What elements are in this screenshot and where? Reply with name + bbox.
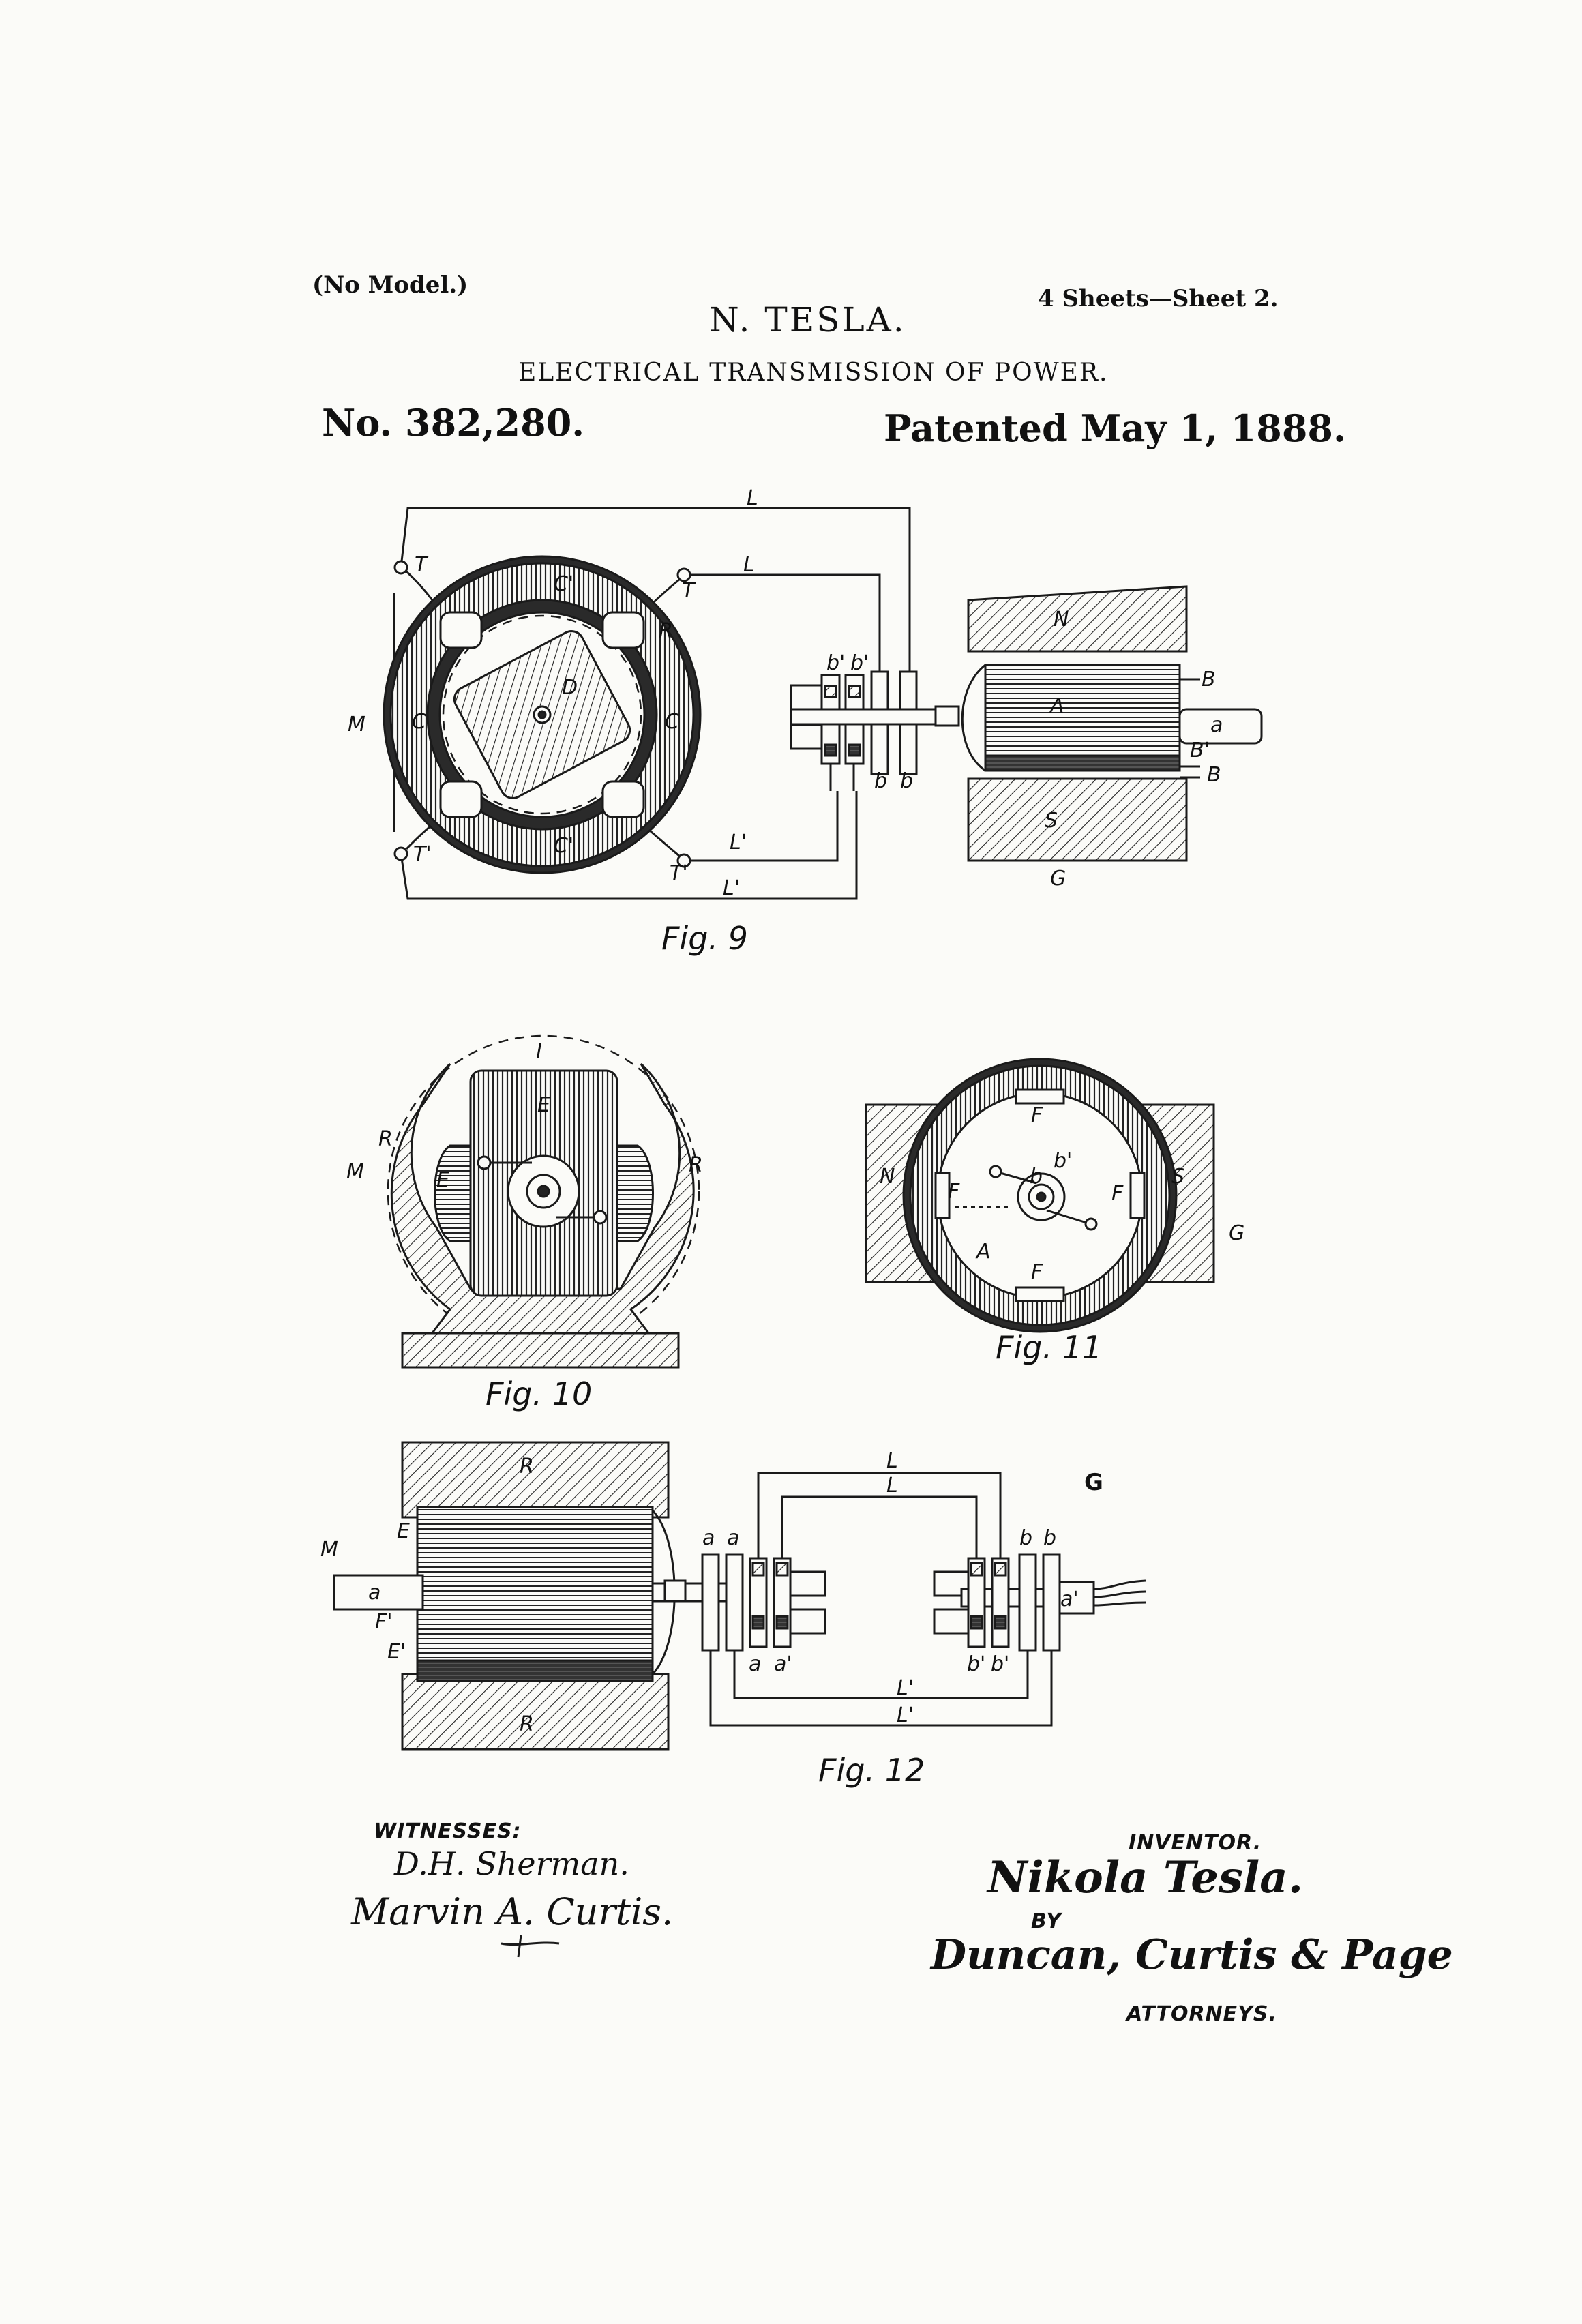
witness-signature-1: D.H. Sherman.: [394, 1845, 629, 1882]
fig12-label-M: M: [320, 1538, 338, 1562]
fig11-label-A: A: [975, 1240, 991, 1264]
fig10-label-R-right: R: [689, 1153, 703, 1177]
fig9-label-C1-top: C': [554, 572, 573, 596]
witness-signature-2: Marvin A. Curtis.: [351, 1890, 674, 1933]
fig12-label-a1-c1: a: [749, 1652, 761, 1676]
fig12-label-a-c1: a: [702, 1526, 715, 1550]
attorneys-signature: Duncan, Curtis & Page: [931, 1931, 1453, 1979]
fig9-label-T1-right: T': [670, 861, 688, 885]
fig9-label-L1-a: L': [730, 831, 747, 854]
fig12-label-b-c1: b: [1019, 1526, 1032, 1550]
fig10-label-R-left: R: [378, 1127, 393, 1151]
fig9-label-L-top: L: [747, 486, 758, 510]
fig9-label-L1-b: L': [723, 876, 740, 900]
figure-12: [333, 1441, 1146, 1751]
fig12-label-b1-c1: b': [967, 1652, 985, 1676]
fig12-label-L-mid: L: [886, 1474, 898, 1498]
inventor-label: INVENTOR.: [1129, 1831, 1262, 1855]
fig12-label-L1-b: L': [897, 1703, 914, 1727]
sheet-number: 4 Sheets—Sheet 2.: [1038, 285, 1279, 312]
fig9-label-b-b: b: [900, 769, 913, 793]
fig9-label-T1-left: T': [413, 842, 432, 866]
fig9-label-D: D: [562, 676, 578, 700]
fig12-label-a-c2: a: [727, 1526, 739, 1550]
fig11-label-F-left: F: [948, 1180, 960, 1204]
fig12-label-R-top: R: [520, 1455, 534, 1478]
fig12-label-a1-c2: a': [774, 1652, 792, 1676]
fig12-label-a1-shaft: a': [1060, 1588, 1079, 1611]
fig12-label-b1-c2: b': [991, 1652, 1009, 1676]
fig9-label-b1-b: b': [850, 651, 869, 675]
fig9-label-b1-a: b': [826, 651, 845, 675]
fig9-label-C-right: C: [665, 710, 679, 734]
fig9-caption: Fig. 9: [661, 920, 748, 957]
figure-10: [387, 1034, 700, 1369]
fig9-label-L-mid: L: [743, 553, 755, 577]
fig9-label-R: R: [659, 619, 673, 643]
inventor-signature: Nikola Tesla.: [987, 1852, 1303, 1903]
fig11-label-b1: b': [1054, 1149, 1072, 1173]
figure-9: [383, 507, 1263, 900]
patent-date: Patented May 1, 1888.: [884, 406, 1346, 450]
fig9-label-T-right: T: [682, 579, 696, 603]
fig12-caption: Fig. 12: [818, 1752, 925, 1789]
fig9-label-B-bottom: B: [1207, 763, 1221, 787]
fig9-label-M: M: [348, 713, 365, 736]
fig11-caption: Fig. 11: [996, 1329, 1102, 1366]
fig11-label-G: G: [1229, 1221, 1244, 1245]
fig9-label-T-left: T: [415, 553, 429, 577]
witnesses-label: WITNESSES:: [374, 1819, 522, 1843]
fig11-label-N: N: [880, 1165, 895, 1189]
fig10-label-M: M: [346, 1160, 364, 1184]
fig9-label-a: a: [1210, 713, 1223, 737]
fig9-label-B1: B': [1190, 739, 1210, 762]
fig12-label-G: G: [1084, 1469, 1103, 1496]
fig12-label-E: E: [397, 1519, 410, 1543]
fig12-label-E1: E': [387, 1640, 406, 1664]
no-model-note: (No Model.): [312, 271, 468, 299]
fig12-label-L1-a: L': [897, 1676, 914, 1700]
by-label: BY: [1031, 1909, 1062, 1933]
fig11-label-F-right: F: [1111, 1182, 1124, 1206]
fig12-label-b-c2: b: [1043, 1526, 1056, 1550]
fig10-label-E-left: E: [436, 1168, 449, 1192]
figure-11: [865, 1058, 1215, 1333]
fig12-label-L-top: L: [886, 1449, 898, 1473]
fig9-label-A: A: [1049, 694, 1064, 718]
inventor-heading: N. TESLA.: [709, 300, 906, 340]
fig9-label-C-left: C: [412, 710, 426, 734]
fig11-label-S: S: [1171, 1165, 1184, 1189]
fig11-label-F-bottom: F: [1031, 1260, 1043, 1284]
fig9-label-b-a: b: [874, 769, 887, 793]
fig9-label-B-top: B: [1202, 668, 1216, 691]
fig12-label-F1: F': [375, 1610, 393, 1634]
fig9-label-N: N: [1054, 608, 1069, 631]
attorneys-label: ATTORNEYS.: [1126, 2002, 1277, 2026]
fig10-caption: Fig. 10: [486, 1375, 592, 1412]
fig9-label-G: G: [1050, 867, 1066, 891]
fig10-label-I: I: [536, 1040, 542, 1064]
fig11-label-F-top: F: [1031, 1103, 1043, 1127]
fig11-label-b: b: [1030, 1165, 1043, 1189]
fig9-label-S: S: [1045, 809, 1058, 833]
patent-title: ELECTRICAL TRANSMISSION OF POWER.: [518, 359, 1109, 387]
fig10-label-E-top: E: [537, 1093, 550, 1117]
fig9-label-C1-bottom: C': [554, 834, 573, 858]
fig12-label-a-shaft: a: [368, 1581, 380, 1605]
patent-number: No. 382,280.: [322, 401, 585, 445]
fig12-label-R-bottom: R: [520, 1712, 534, 1736]
